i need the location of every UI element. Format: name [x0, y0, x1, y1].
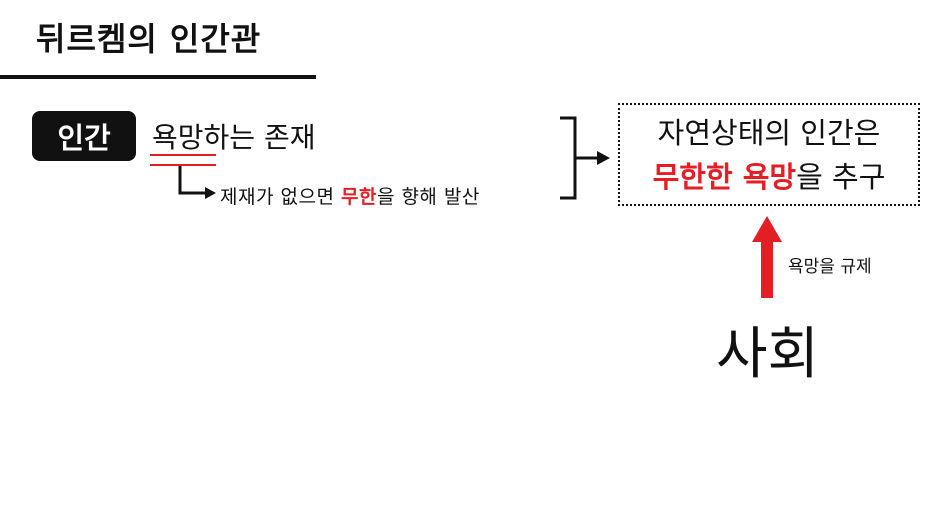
- title-underline: [0, 75, 316, 79]
- regulation-label: 욕망을 규제: [788, 257, 872, 277]
- sub-note-post: 을 향해 발산: [376, 186, 480, 208]
- sub-note-pre: 제재가 없으면: [220, 186, 341, 208]
- page-title: 뒤르켐의 인간관: [36, 20, 262, 58]
- human-badge: 인간: [32, 111, 136, 161]
- human-description: 욕망하는 존재: [152, 116, 315, 156]
- elbow-arrow: [178, 166, 216, 199]
- regulation-arrow: [752, 216, 782, 298]
- human-sub-note: 제재가 없으면 무한을 향해 발산: [220, 182, 480, 209]
- society-label: 사회: [716, 322, 820, 387]
- infinite-desire-text: 무한한 욕망: [652, 159, 797, 194]
- description-rest: 하는 존재: [203, 121, 316, 154]
- nature-box-line2-rest: 을 추구: [796, 159, 886, 194]
- desire-double-underline: [150, 154, 216, 166]
- nature-box-line1: 자연상태의 인간은: [657, 115, 881, 150]
- bracket-arrow: [560, 116, 610, 200]
- nature-state-box: 자연상태의 인간은 무한한 욕망을 추구: [618, 103, 920, 206]
- sub-note-emph: 무한: [340, 186, 377, 208]
- desire-word: 욕망: [152, 121, 204, 154]
- nature-box-line2: 무한한 욕망을 추구: [653, 155, 886, 199]
